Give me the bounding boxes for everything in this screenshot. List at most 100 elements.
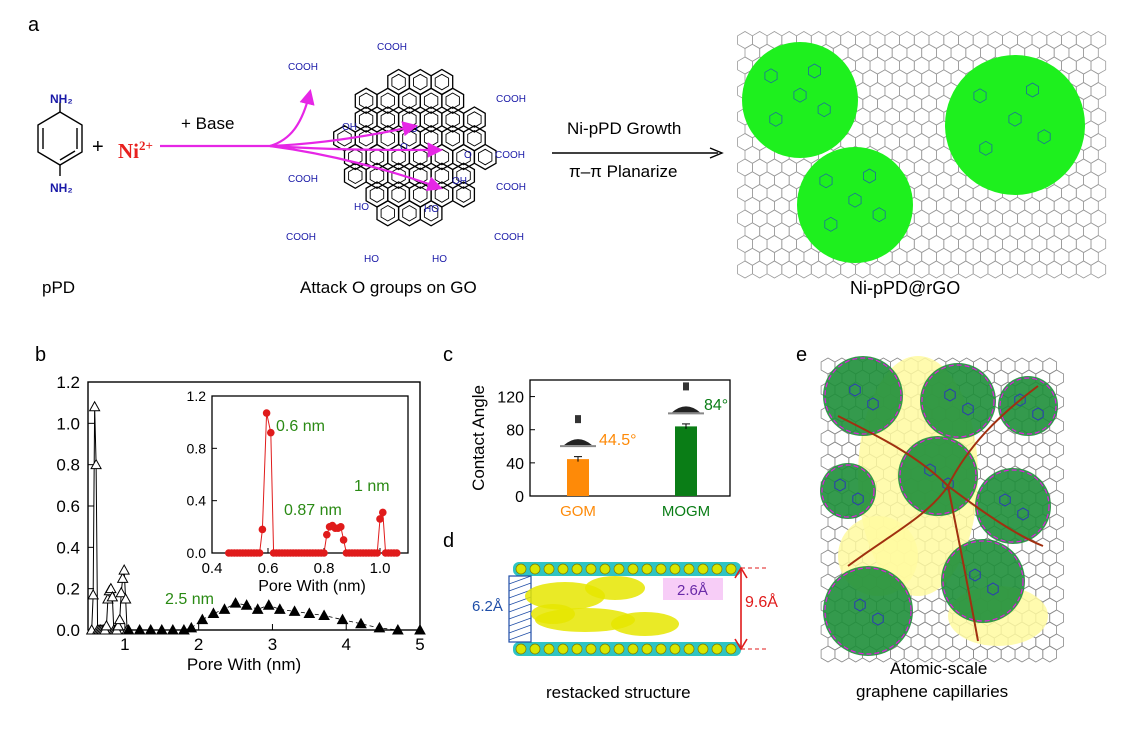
y-tick-label: 1.0 bbox=[56, 414, 80, 433]
data-point bbox=[119, 592, 132, 604]
inset-data-point bbox=[376, 515, 384, 523]
ni-ppd-domain bbox=[998, 376, 1058, 436]
ni-ppd-domain bbox=[945, 55, 1085, 195]
hatch-line bbox=[508, 624, 532, 634]
inset-data-point bbox=[393, 549, 401, 557]
inset-data-point bbox=[379, 508, 387, 517]
inset-frame bbox=[211, 395, 409, 554]
carbon-ring bbox=[585, 563, 597, 575]
go-group-label: COOH bbox=[496, 182, 526, 193]
mogm-angle-label: 84° bbox=[704, 397, 729, 414]
dim-arrowheads bbox=[734, 566, 748, 651]
benzene-ring bbox=[999, 493, 1011, 507]
carbon-ring bbox=[543, 643, 555, 655]
inset-y-tick-label: 0.0 bbox=[187, 545, 207, 561]
data-point bbox=[318, 609, 330, 621]
inset-x-tick-label: 0.6 bbox=[258, 560, 279, 577]
ni-ppd-domain bbox=[797, 147, 913, 263]
ni-ppd-domain bbox=[920, 363, 996, 439]
data-point bbox=[218, 603, 231, 614]
inset-y-tick-label: 0.4 bbox=[187, 493, 207, 509]
graphene-layer bbox=[513, 642, 741, 656]
nh2-bottom-label: NH₂ bbox=[50, 181, 73, 195]
go-group-label: HO bbox=[432, 254, 447, 265]
y-tick-label: 0.0 bbox=[56, 621, 80, 640]
x-tick-label: 5 bbox=[415, 635, 424, 654]
gap-6-2-box bbox=[508, 575, 532, 643]
data-point bbox=[90, 458, 102, 470]
ni-ppd-domain bbox=[823, 566, 913, 656]
carbon-ring bbox=[669, 563, 681, 575]
ni-ppd-complex bbox=[973, 82, 1051, 156]
y-axis-label: Contact Angle bbox=[469, 385, 488, 491]
x-tick-label: 1 bbox=[120, 635, 129, 654]
carbon-ring bbox=[515, 643, 527, 655]
carbon-ring bbox=[711, 563, 723, 575]
molecule-density bbox=[611, 612, 679, 636]
gom-angle-label: 44.5° bbox=[599, 432, 637, 449]
carbon-ring bbox=[655, 563, 667, 575]
data-point bbox=[115, 586, 128, 598]
benzene-ring bbox=[962, 402, 974, 416]
benzene-ring bbox=[1032, 407, 1044, 421]
annotation-0-6nm: 0.6 nm bbox=[276, 418, 325, 435]
data-point bbox=[144, 623, 157, 635]
data-point bbox=[133, 623, 146, 635]
benzene-ring bbox=[867, 397, 879, 411]
ni-ppd-rgo-structure bbox=[737, 31, 1107, 279]
data-point bbox=[88, 400, 101, 412]
growth-label: Ni-pPD Growth bbox=[567, 119, 682, 138]
domain-boundary bbox=[821, 464, 875, 518]
ni-ppd-domain bbox=[823, 356, 903, 436]
carbon-ring bbox=[571, 643, 583, 655]
x-axis-label: Pore With (nm) bbox=[187, 655, 301, 674]
flow-path bbox=[947, 485, 1044, 547]
domain-boundary bbox=[921, 364, 995, 438]
capillaries-caption-2: graphene capillaries bbox=[856, 682, 1009, 701]
carbon-ring bbox=[515, 563, 527, 575]
data-point bbox=[303, 607, 316, 618]
annotation-2-5nm: 2.5 nm bbox=[165, 591, 214, 608]
ni-ppd-domain bbox=[975, 468, 1051, 544]
panel-c-letter: c bbox=[443, 344, 453, 366]
dim-9-6: 9.6Å bbox=[745, 594, 778, 611]
go-group-label: HO bbox=[354, 202, 369, 213]
hatch-line bbox=[508, 603, 532, 613]
ni-ppd-domain bbox=[742, 42, 858, 158]
benzene-ring bbox=[987, 582, 999, 596]
carbon-ring bbox=[613, 563, 625, 575]
inset-data-point bbox=[323, 530, 331, 539]
benzene-ring bbox=[969, 568, 981, 582]
go-group-label: COOH bbox=[377, 42, 407, 53]
inset-y-tick-label: 1.2 bbox=[187, 388, 207, 404]
y-tick-label: 0.2 bbox=[56, 580, 80, 599]
inset-data-point bbox=[258, 525, 267, 534]
domain-boundary bbox=[999, 377, 1057, 435]
water-paths bbox=[837, 385, 1044, 642]
ni-ppd-complex bbox=[819, 168, 886, 232]
y-tick-label: 120 bbox=[497, 390, 524, 407]
carbon-ring bbox=[557, 643, 569, 655]
inset-data-point bbox=[262, 409, 271, 417]
inset-data-point bbox=[339, 536, 348, 544]
base-label: + Base bbox=[181, 114, 235, 133]
x-tick-label: 4 bbox=[341, 635, 350, 654]
dim-6-2: 6.2Å bbox=[472, 598, 503, 615]
plot-frame bbox=[529, 379, 731, 497]
go-group-label: COOH bbox=[496, 94, 526, 105]
hatch-line bbox=[508, 617, 532, 627]
syringe-icon bbox=[575, 415, 581, 424]
data-point bbox=[116, 572, 129, 583]
carbon-ring bbox=[529, 563, 541, 575]
carbon-ring bbox=[543, 563, 555, 575]
inset-y-tick-label: 0.8 bbox=[187, 440, 207, 456]
attack-arrows bbox=[160, 89, 444, 192]
droplet-icon bbox=[564, 439, 592, 446]
data-point bbox=[87, 588, 100, 600]
data-point bbox=[355, 617, 367, 629]
go-group-label: OH bbox=[452, 176, 467, 187]
y-tick-label: 0.6 bbox=[56, 497, 80, 516]
ppd-molecule bbox=[37, 102, 83, 176]
data-point bbox=[373, 621, 386, 633]
